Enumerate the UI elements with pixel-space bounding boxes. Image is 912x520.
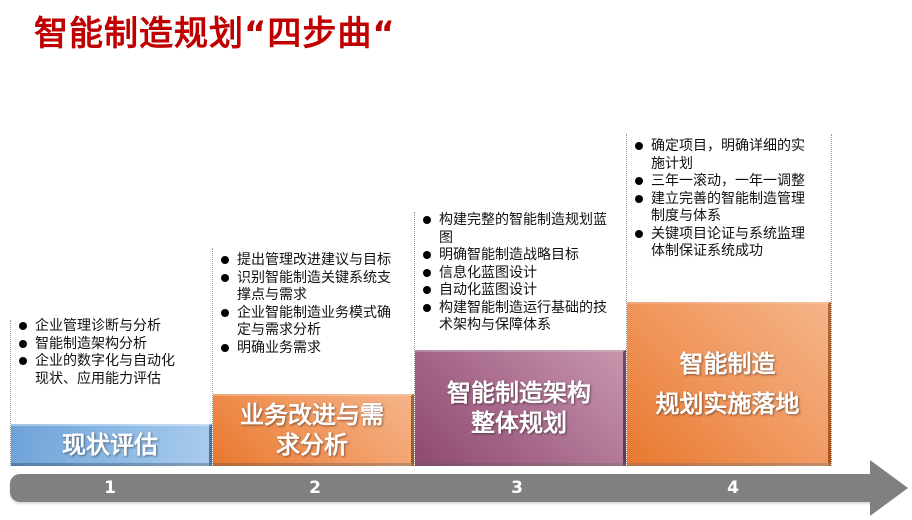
bullet-item: 构建智能制造运行基础的技术架构与保障体系 bbox=[415, 300, 616, 335]
bullet-dot-icon bbox=[635, 194, 643, 203]
step-4-bullets: 确定项目，明确详细的实施计划 三年一滚动，一年一调整 建立完善的智能制造管理制度… bbox=[627, 138, 831, 261]
bullet-dot-icon bbox=[635, 229, 643, 238]
step-number-3: 3 bbox=[511, 478, 523, 498]
step-2-block: 业务改进与需 求分析 bbox=[213, 394, 414, 466]
bullet-item: 构建完整的智能制造规划蓝图 bbox=[415, 212, 616, 247]
step-2-label-line-2: 求分析 bbox=[276, 430, 348, 459]
bullet-dot-icon bbox=[221, 256, 229, 264]
bullet-item: 企业的数字化与自动化现状、应用能力评估 bbox=[11, 353, 202, 388]
step-1-label: 现状评估 bbox=[62, 430, 158, 459]
bullet-dot-icon bbox=[635, 177, 643, 185]
step-4-label-line-2: 规划实施落地 bbox=[655, 389, 800, 418]
bullet-item: 自动化蓝图设计 bbox=[415, 282, 616, 300]
bullet-item: 明确智能制造战略目标 bbox=[415, 247, 616, 265]
step-3-column: 构建完整的智能制造规划蓝图 明确智能制造战略目标 信息化蓝图设计 自动化蓝图设计… bbox=[414, 212, 626, 466]
step-4-column: 确定项目，明确详细的实施计划 三年一滚动，一年一调整 建立完善的智能制造管理制度… bbox=[626, 134, 832, 466]
bullet-item: 信息化蓝图设计 bbox=[415, 265, 616, 283]
bullet-dot-icon bbox=[221, 308, 229, 317]
bullet-item: 明确业务需求 bbox=[213, 340, 396, 358]
step-1-column: 企业管理诊断与分析 智能制造架构分析 企业的数字化与自动化现状、应用能力评估 现… bbox=[10, 318, 212, 466]
step-1-bullets: 企业管理诊断与分析 智能制造架构分析 企业的数字化与自动化现状、应用能力评估 bbox=[11, 318, 212, 388]
step-2-bullets: 提出管理改进建议与目标 识别智能制造关键系统支撑点与需求 企业智能制造业务模式确… bbox=[213, 252, 414, 357]
arrow-head-icon bbox=[870, 460, 908, 516]
bullet-item: 提出管理改进建议与目标 bbox=[213, 252, 396, 270]
bullet-item: 确定项目，明确详细的实施计划 bbox=[627, 138, 817, 173]
bullet-item: 企业管理诊断与分析 bbox=[11, 318, 202, 336]
bullet-dot-icon bbox=[221, 343, 229, 352]
bullet-item: 建立完善的智能制造管理制度与体系 bbox=[627, 191, 817, 226]
bullet-dot-icon bbox=[19, 357, 27, 365]
bullet-dot-icon bbox=[221, 273, 229, 282]
step-number-2: 2 bbox=[309, 478, 321, 498]
bullet-item: 企业智能制造业务模式确定与需求分析 bbox=[213, 305, 396, 340]
step-4-block: 智能制造 规划实施落地 bbox=[627, 302, 831, 466]
bullet-dot-icon bbox=[423, 216, 431, 224]
step-3-label-line-2: 整体规划 bbox=[471, 408, 567, 437]
bullet-dot-icon bbox=[635, 142, 643, 150]
timeline-arrow: 1 2 3 4 bbox=[10, 460, 910, 518]
step-number-1: 1 bbox=[104, 478, 116, 498]
bullet-dot-icon bbox=[19, 339, 27, 348]
step-3-bullets: 构建完整的智能制造规划蓝图 明确智能制造战略目标 信息化蓝图设计 自动化蓝图设计… bbox=[415, 212, 626, 335]
bullet-item: 智能制造架构分析 bbox=[11, 336, 202, 354]
step-1-block: 现状评估 bbox=[11, 424, 212, 466]
bullet-dot-icon bbox=[423, 251, 431, 259]
bullet-dot-icon bbox=[423, 268, 431, 277]
step-number-4: 4 bbox=[727, 478, 739, 498]
bullet-item: 关键项目论证与系统监理体制保证系统成功 bbox=[627, 226, 817, 261]
bullet-item: 三年一滚动，一年一调整 bbox=[627, 173, 817, 191]
step-2-column: 提出管理改进建议与目标 识别智能制造关键系统支撑点与需求 企业智能制造业务模式确… bbox=[212, 248, 414, 466]
bullet-dot-icon bbox=[423, 303, 431, 312]
bullet-dot-icon bbox=[19, 322, 27, 330]
step-4-label-line-1: 智能制造 bbox=[679, 349, 776, 378]
page-title: 智能制造规划“四步曲“ bbox=[34, 14, 396, 54]
step-2-label-line-1: 业务改进与需 bbox=[240, 400, 384, 429]
bullet-item: 识别智能制造关键系统支撑点与需求 bbox=[213, 270, 396, 305]
arrow-body bbox=[10, 474, 872, 502]
step-3-block: 智能制造架构 整体规划 bbox=[415, 350, 626, 466]
step-3-label-line-1: 智能制造架构 bbox=[447, 378, 591, 407]
bullet-dot-icon bbox=[423, 286, 431, 294]
